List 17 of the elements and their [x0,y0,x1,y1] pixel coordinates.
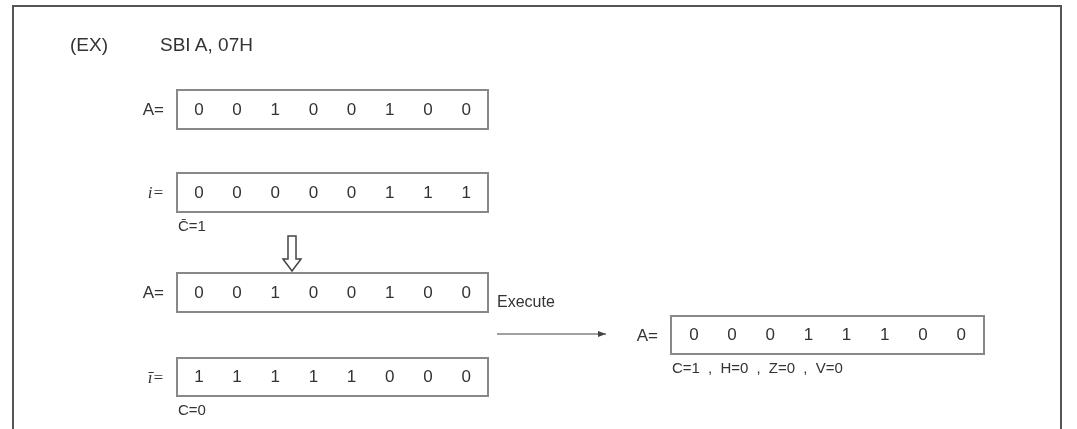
register-name: A= [142,282,164,304]
bit-values: 0 0 1 0 0 1 0 0 [194,281,471,304]
bit-values: 0 0 0 0 0 1 1 1 [194,181,471,204]
register-name: ī= [147,367,164,389]
arrow [496,331,607,337]
register-name: i= [147,182,164,204]
bit-values: 0 0 1 0 0 1 0 0 [194,98,471,121]
bit-values: 0 0 0 1 1 1 0 0 [689,324,966,346]
register-name: A= [636,325,658,347]
bit-values: 1 1 1 1 1 0 0 0 [194,366,471,388]
register-name: A= [142,99,164,121]
flag-values: C=0 [178,401,206,419]
flag-values: C=1 , H=0 , Z=0 , V=0 [672,359,843,377]
example-label: (EX) [70,33,108,57]
flag-values: C̄=1 [178,217,206,235]
hollow-down-arrow [281,235,303,273]
instruction-title: SBI A, 07H [160,33,253,57]
